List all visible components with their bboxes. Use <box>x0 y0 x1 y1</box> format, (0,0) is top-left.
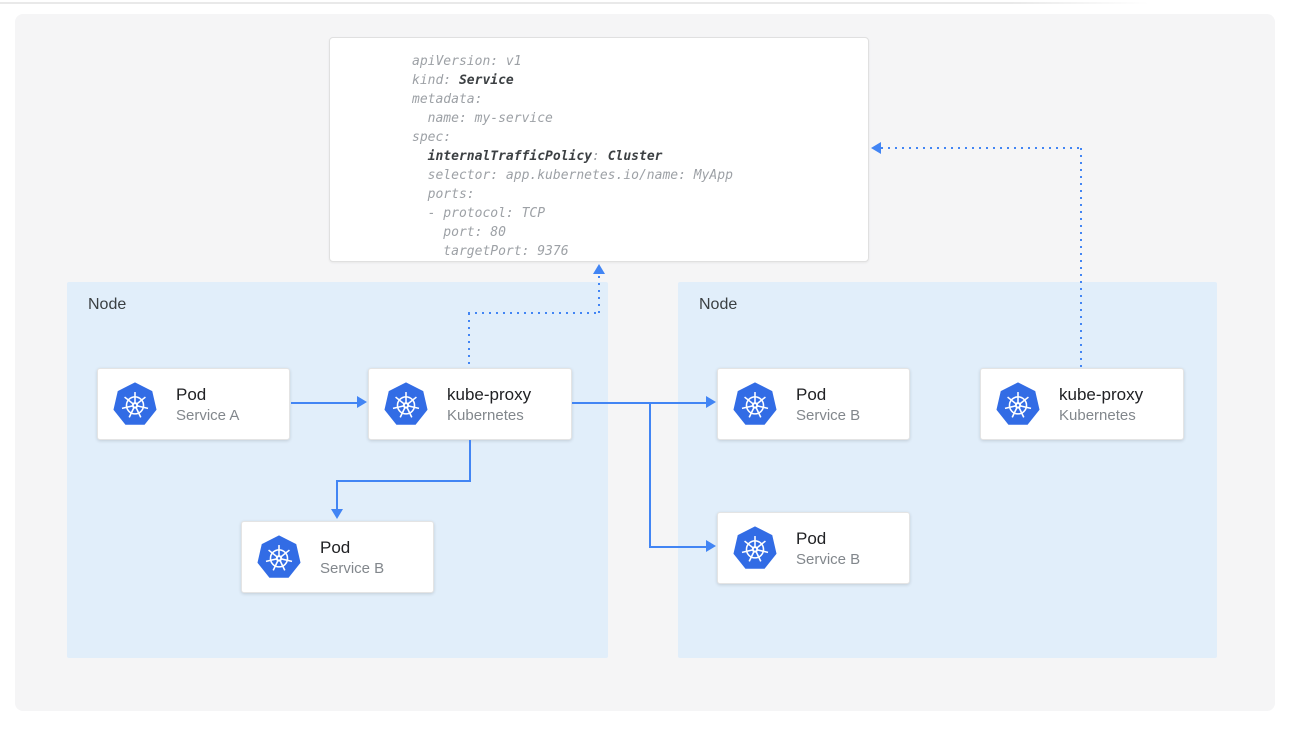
node-right: Node Pod Service B kube-proxy Kubernetes <box>678 282 1217 658</box>
arrowhead-right-icon <box>706 396 716 408</box>
card-subtitle: Service B <box>796 550 861 568</box>
kubernetes-icon <box>112 381 158 426</box>
arrowhead-down-icon <box>331 509 343 519</box>
card-subtitle: Kubernetes <box>447 406 524 424</box>
pod-service-b-right-bottom-card: Pod Service B <box>717 512 910 584</box>
pod-service-b-right-top-card: Pod Service B <box>717 368 910 440</box>
card-subtitle: Service A <box>176 406 240 424</box>
node-left: Node Pod Service A kube-proxy Kubernetes <box>67 282 608 658</box>
card-subtitle: Service B <box>796 406 861 424</box>
kubernetes-icon <box>995 381 1041 426</box>
card-subtitle: Kubernetes <box>1059 406 1136 424</box>
card-title: Pod <box>320 537 351 557</box>
arrowhead-up-icon <box>593 264 605 274</box>
pod-service-a-card: Pod Service A <box>97 368 290 440</box>
kube-proxy-left-card: kube-proxy Kubernetes <box>368 368 572 440</box>
pod-service-b-left-card: Pod Service B <box>241 521 434 593</box>
card-title: Pod <box>176 384 207 404</box>
card-title: kube-proxy <box>447 384 532 404</box>
card-title: kube-proxy <box>1059 384 1144 404</box>
kubernetes-icon <box>383 381 429 426</box>
kubernetes-icon <box>732 525 778 570</box>
card-title: Pod <box>796 528 827 548</box>
arrowhead-right-icon <box>357 396 367 408</box>
arrowhead-left-icon <box>871 142 881 154</box>
node-left-label: Node <box>88 296 127 313</box>
top-divider <box>0 2 1149 4</box>
kube-proxy-right-card: kube-proxy Kubernetes <box>980 368 1184 440</box>
card-title: Pod <box>796 384 827 404</box>
card-subtitle: Service B <box>320 559 385 577</box>
arrowhead-right-icon <box>706 540 716 552</box>
node-right-label: Node <box>699 296 738 313</box>
kubernetes-icon <box>256 534 302 579</box>
kubernetes-icon <box>732 381 778 426</box>
